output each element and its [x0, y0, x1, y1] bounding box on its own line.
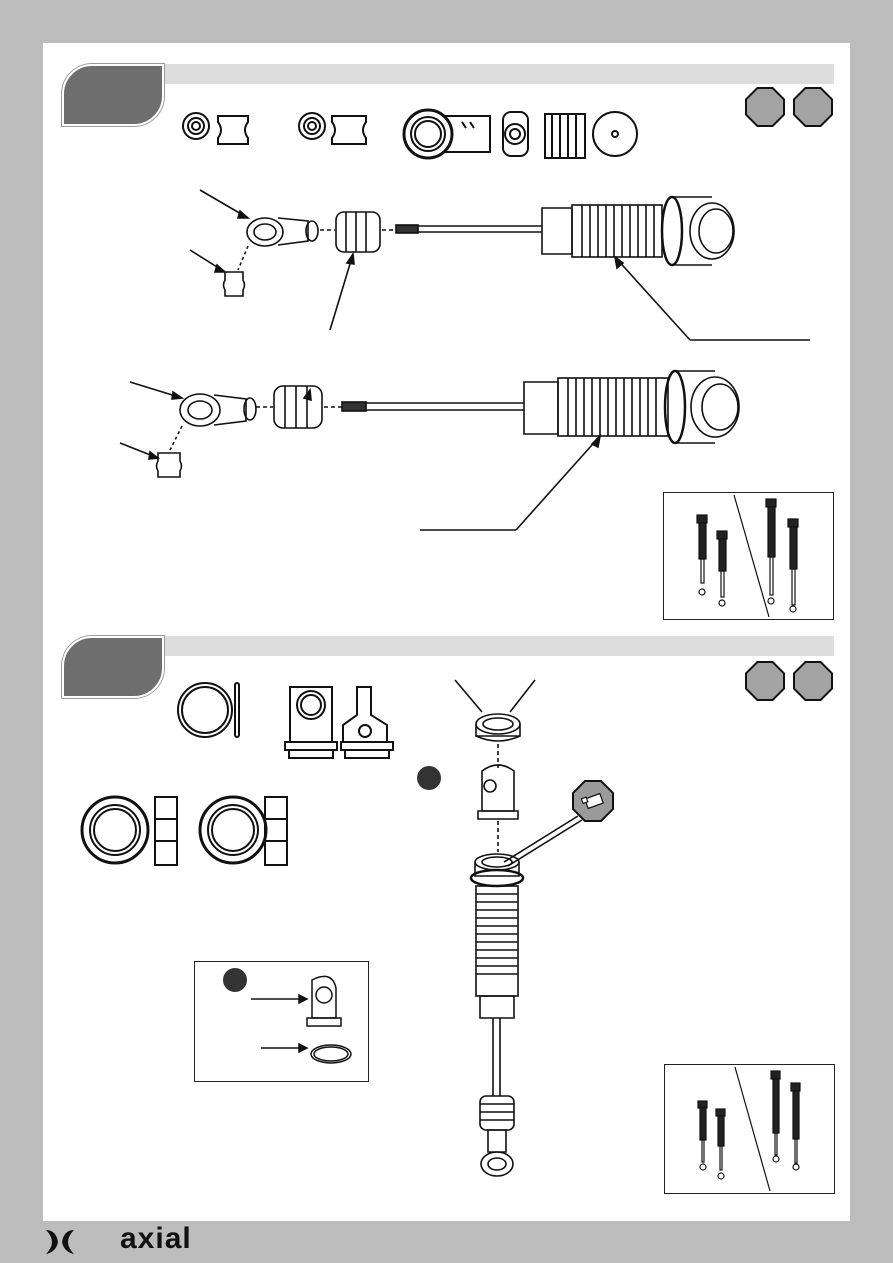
step-1-header-bar — [150, 64, 834, 84]
bump-stop-icon — [545, 114, 585, 158]
spacer-disc-icon — [593, 112, 637, 156]
o-ring-icon — [178, 683, 232, 737]
tool-icon-1 — [745, 87, 785, 127]
washer-icon — [183, 113, 209, 139]
rod-end-icon — [404, 110, 490, 158]
parts-row-step-2 — [75, 675, 415, 875]
step-1-tab — [62, 64, 164, 126]
shock-cap-side-icon — [341, 687, 393, 758]
reference-box-step-2 — [664, 1064, 835, 1194]
parts-row-step-1 — [170, 100, 650, 165]
tool-icon-2 — [793, 87, 833, 127]
tool-icon-3 — [745, 661, 785, 701]
rod-end-side-icon — [503, 112, 528, 156]
detail-inset-box — [194, 961, 369, 1082]
axial-logo-mark — [42, 1226, 78, 1256]
tool-icon-4 — [793, 661, 833, 701]
callout-dot-b — [417, 766, 441, 790]
shock-cap-icon — [285, 687, 337, 758]
ball-stud-icon — [218, 116, 248, 144]
axial-logo: axial — [42, 1224, 192, 1258]
reference-box-step-1 — [663, 492, 834, 620]
logo-text: axial — [120, 1222, 192, 1256]
shock-assembly-exploded-upper — [190, 180, 750, 340]
oil-bottle-icon — [578, 786, 608, 816]
shock-assembly-vertical — [440, 676, 640, 1186]
step-2-header-bar — [150, 636, 834, 656]
spring-collar-icon — [82, 797, 287, 865]
